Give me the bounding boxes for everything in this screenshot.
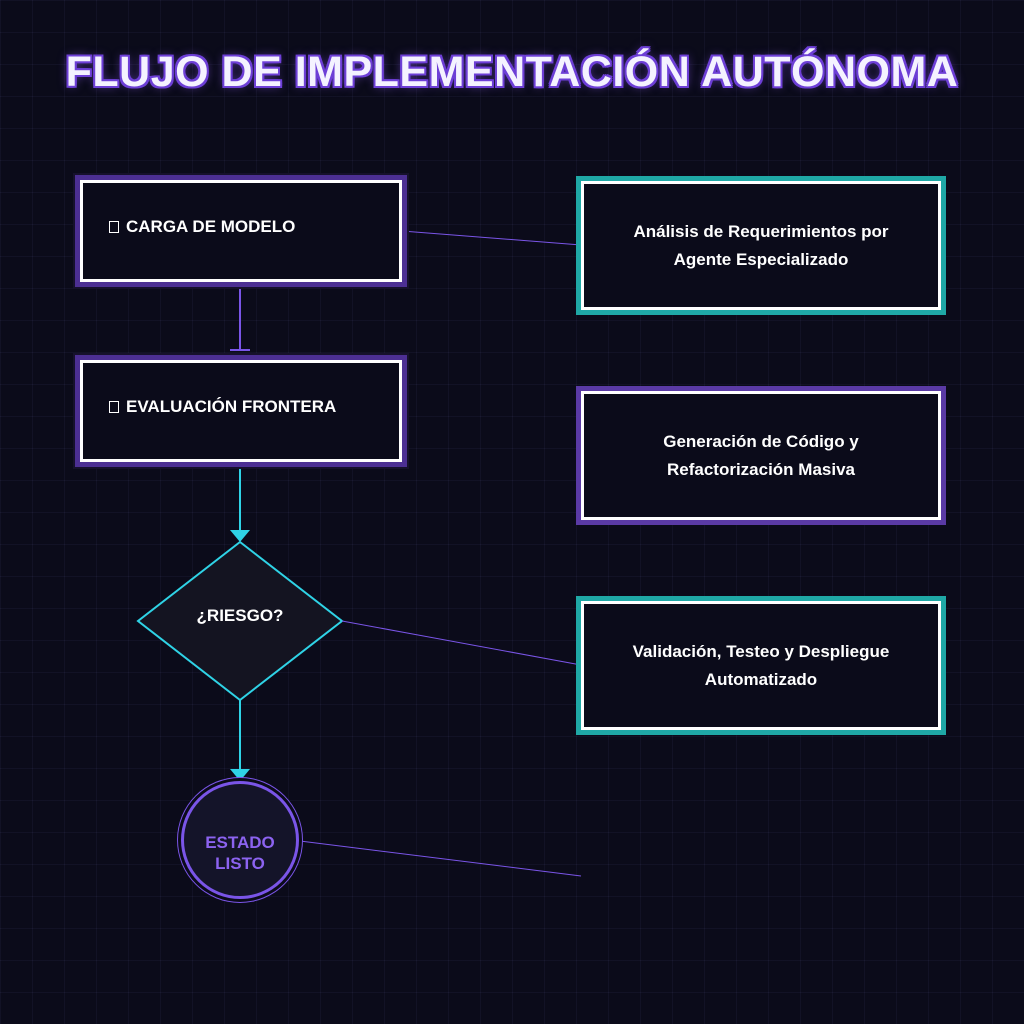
panel-text: Validación, Testeo y Despliegue Automati… [632,641,890,689]
arrowhead-down-icon [230,769,250,781]
box-icon [109,221,119,233]
step-evaluacion-frontera[interactable]: EVALUACIÓN FRONTERA [75,355,407,467]
link-riesgo-validacion [341,620,582,666]
arrowhead-down-icon [230,530,250,542]
step-carga-modelo[interactable]: CARGA DE MODELO [75,175,407,287]
panel-text: Generación de Código y Refactorización M… [663,431,859,479]
panel-analisis-requerimientos[interactable]: Análisis de Requerimientos por Agente Es… [576,176,946,315]
end-node-estado-listo[interactable]: ESTADO LISTO [181,781,299,899]
panel-validacion-despliegue[interactable]: Validación, Testeo y Despliegue Automati… [576,596,946,735]
panel-text: Análisis de Requerimientos por Agente Es… [633,221,889,269]
link-estado-panel [299,840,582,877]
diagram-title: FLUJO DE IMPLEMENTACIÓN AUTÓNOMA [65,48,959,96]
end-label-line2: LISTO [215,854,265,873]
decision-label: ¿RIESGO? [196,606,284,625]
box-icon [109,401,119,413]
step-label: CARGA DE MODELO [126,217,296,236]
link-carga-analisis [401,230,582,246]
step-label: EVALUACIÓN FRONTERA [126,397,337,416]
panel-generacion-codigo[interactable]: Generación de Código y Refactorización M… [576,386,946,525]
end-label-line1: ESTADO [205,833,275,852]
